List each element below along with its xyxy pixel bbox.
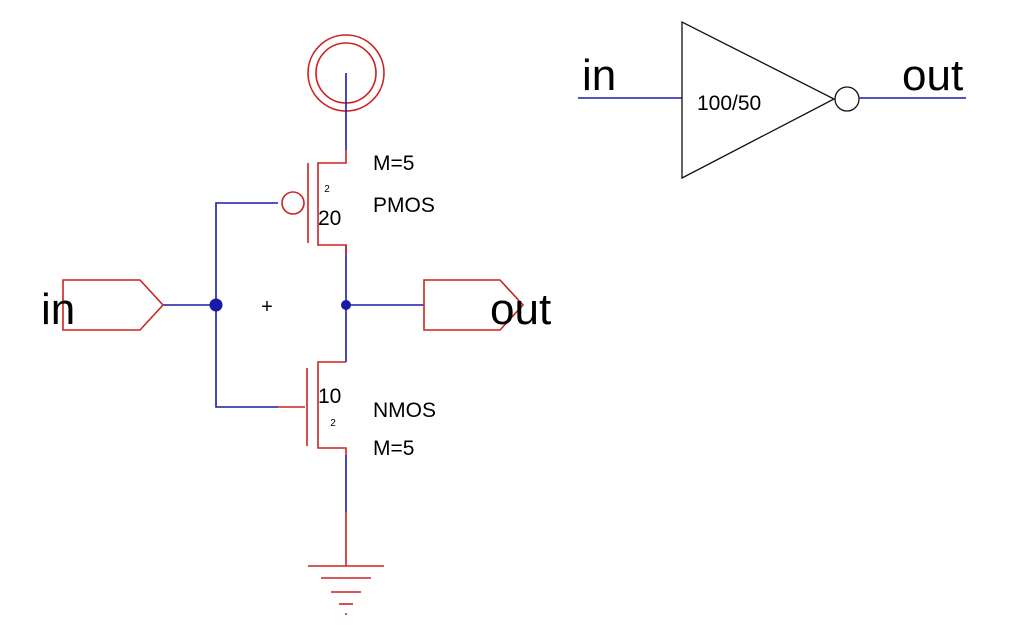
- output-junction-dot: [341, 300, 351, 310]
- output-port[interactable]: [423, 279, 525, 331]
- input-port[interactable]: [62, 279, 165, 331]
- inverter-triangle: [681, 20, 836, 180]
- output-port-label: out: [490, 285, 551, 334]
- pmos-width-label: 20: [318, 207, 341, 230]
- symbol-output-label: out: [902, 51, 963, 100]
- input-port-shape: [62, 279, 165, 331]
- origin-marker: +: [261, 296, 273, 318]
- symbol-input-label: in: [582, 51, 616, 100]
- nmos-transistor[interactable]: [278, 361, 347, 455]
- nmos-length-label: 2: [330, 418, 336, 429]
- input-port-label: in: [41, 285, 75, 334]
- nmos-channel: [317, 361, 347, 455]
- input-junction-dot: [209, 298, 223, 312]
- output-port-shape: [423, 279, 525, 331]
- pmos-bubble-icon: [281, 191, 305, 215]
- ground-icon: [308, 512, 384, 615]
- inverter-symbol[interactable]: [578, 20, 966, 180]
- symbol-ratio-label: 100/50: [697, 92, 761, 115]
- inverter-bubble-icon: [834, 86, 860, 112]
- nmos-width-label: 10: [318, 385, 341, 408]
- nmos-type-label: NMOS: [373, 399, 436, 422]
- pmos-transistor[interactable]: [281, 150, 347, 255]
- pmos-length-label: 2: [324, 184, 330, 195]
- pmos-multiplier-label: M=5: [373, 152, 414, 175]
- pmos-type-label: PMOS: [373, 194, 435, 217]
- nmos-multiplier-label: M=5: [373, 437, 414, 460]
- pmos-channel: [317, 150, 347, 255]
